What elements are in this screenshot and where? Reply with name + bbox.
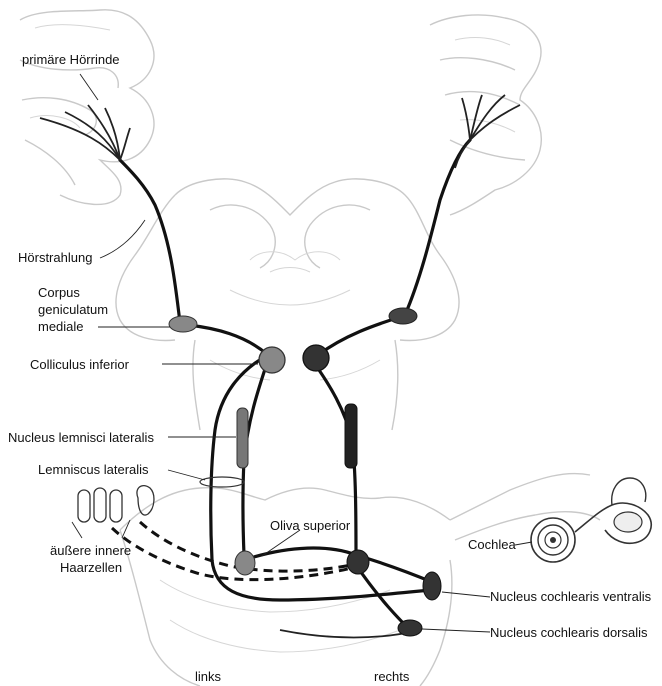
colliculus-inferior-left <box>259 347 285 373</box>
nuclei <box>169 308 441 636</box>
label-nucleus-cochlearis-dorsalis: Nucleus cochlearis dorsalis <box>490 625 648 640</box>
label-oliva-superior: Oliva superior <box>270 518 351 533</box>
corpus-geniculatum-left <box>169 316 197 332</box>
lemniscus-lateralis-ring <box>200 477 244 487</box>
medulla-outline <box>120 473 600 686</box>
oliva-superior-left <box>235 551 255 575</box>
label-lemniscus-lateralis: Lemniscus lateralis <box>38 462 149 477</box>
nucleus-lemnisci-lateralis-left <box>237 408 248 468</box>
label-aeussere: äußere <box>50 543 91 558</box>
cochlea-icon <box>531 478 651 562</box>
label-nucleus-lemnisci-lateralis: Nucleus lemnisci lateralis <box>8 430 154 445</box>
label-corpus-3: mediale <box>38 319 84 334</box>
nucleus-cochlearis-ventralis <box>423 572 441 600</box>
label-rechts: rechts <box>374 669 410 684</box>
oliva-superior-right <box>347 550 369 574</box>
label-corpus-1: Corpus <box>38 285 80 300</box>
label-links: links <box>195 669 222 684</box>
label-corpus-2: geniculatum <box>38 302 108 317</box>
nucleus-cochlearis-dorsalis <box>398 620 422 636</box>
label-cochlea: Cochlea <box>468 537 516 552</box>
brainstem-outline <box>116 179 459 430</box>
label-colliculus-inferior: Colliculus inferior <box>30 357 130 372</box>
label-haarzellen: Haarzellen <box>60 560 122 575</box>
colliculus-inferior-right <box>303 345 329 371</box>
label-hoerstrahlung: Hörstrahlung <box>18 250 92 265</box>
label-primaere-hoerrinde: primäre Hörrinde <box>22 52 120 67</box>
nucleus-lemnisci-lateralis-right <box>345 404 357 468</box>
label-nucleus-cochlearis-ventralis: Nucleus cochlearis ventralis <box>490 589 652 604</box>
corpus-geniculatum-right <box>389 308 417 324</box>
label-innere: innere <box>95 543 131 558</box>
hair-cells-icon <box>78 486 154 522</box>
